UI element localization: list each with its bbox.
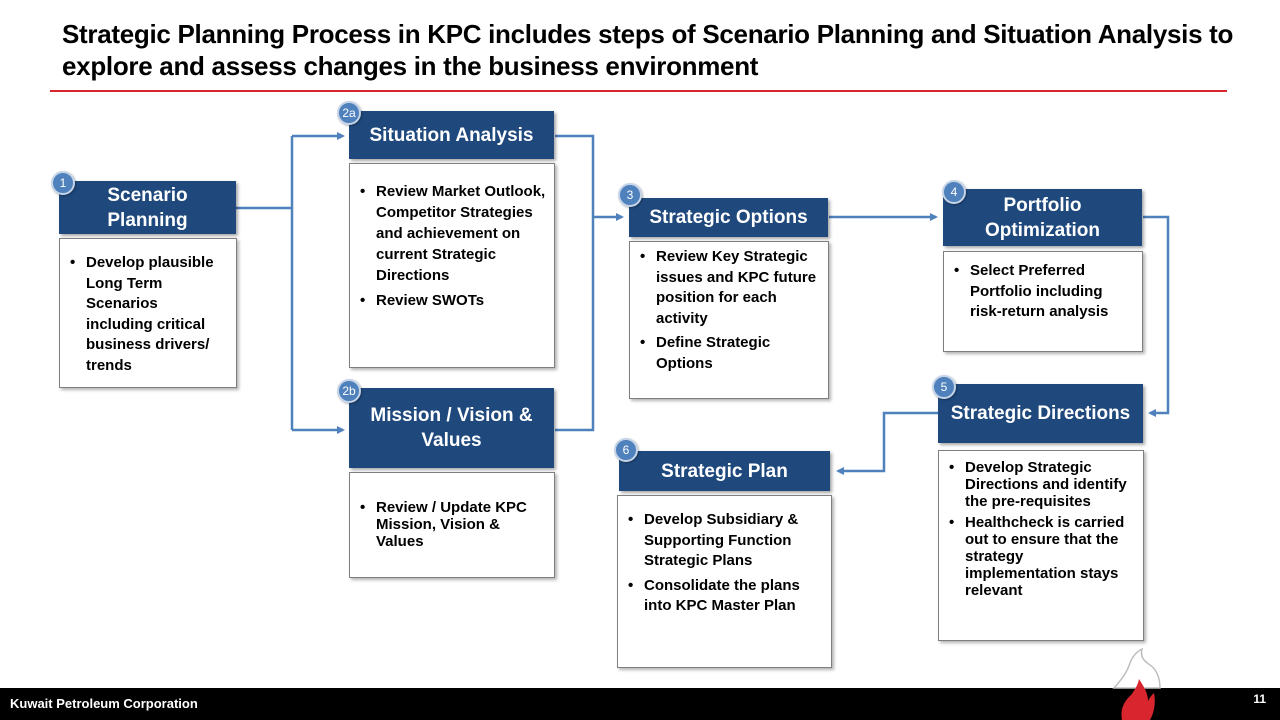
step-badge-6: 6 (614, 438, 638, 462)
strategic-directions-box: Develop Strategic Directions and identif… (938, 450, 1144, 641)
connector-s4-to-s5 (1143, 215, 1170, 417)
strategic-directions-header: Strategic Directions (938, 384, 1143, 443)
scenario-planning-box: Develop plausible Long Term Scenarios in… (59, 238, 237, 388)
step-badge-3: 3 (618, 183, 642, 207)
mission-vision-values-title: Mission / Vision & Values (370, 405, 533, 451)
page-number: 11 (1253, 692, 1266, 706)
step-badge-5: 5 (932, 375, 956, 399)
step-badge-2a: 2a (337, 101, 361, 125)
strategic-options-header: Strategic Options (629, 198, 828, 237)
strategic-directions-bullet-1: Develop Strategic Directions and identif… (949, 459, 1135, 510)
title-divider (50, 90, 1227, 92)
footer-bar: Kuwait Petroleum Corporation 11 (0, 688, 1280, 720)
mission-vision-values-box: Review / Update KPC Mission, Vision & Va… (349, 472, 555, 578)
strategic-plan-bullet-1: Develop Subsidiary & Supporting Function… (628, 510, 823, 572)
connector-s2a-out (555, 134, 595, 432)
strategic-options-title: Strategic Options (649, 207, 808, 228)
situation-analysis-bullet-1: Review Market Outlook, Competitor Strate… (360, 181, 546, 286)
mission-vision-values-bullet-1: Review / Update KPC Mission, Vision & Va… (360, 499, 546, 550)
kpc-flame-logo-icon (1112, 647, 1161, 720)
step-badge-4: 4 (942, 180, 966, 204)
scenario-planning-title: Scenario Planning (107, 184, 188, 231)
slide-title: Strategic Planning Process in KPC includ… (62, 19, 1234, 81)
portfolio-optimization-header: Portfolio Optimization (943, 189, 1142, 246)
strategic-plan-header: Strategic Plan (619, 451, 830, 491)
situation-analysis-box: Review Market Outlook, Competitor Strate… (349, 163, 555, 368)
situation-analysis-header: Situation Analysis (349, 111, 554, 159)
footer-company-name: Kuwait Petroleum Corporation (10, 696, 198, 711)
strategic-plan-title: Strategic Plan (661, 460, 788, 482)
portfolio-optimization-box: Select Preferred Portfolio including ris… (943, 251, 1143, 352)
strategic-options-bullet-1: Review Key Strategic issues and KPC futu… (640, 247, 820, 329)
situation-analysis-bullet-2: Review SWOTs (360, 290, 546, 311)
scenario-planning-bullet-1: Develop plausible Long Term Scenarios in… (70, 253, 228, 376)
strategic-plan-bullet-2: Consolidate the plans into KPC Master Pl… (628, 576, 823, 617)
scenario-planning-header: Scenario Planning (59, 181, 236, 234)
strategic-directions-bullet-2: Healthcheck is carried out to ensure tha… (949, 514, 1135, 599)
portfolio-optimization-bullet-1: Select Preferred Portfolio including ris… (954, 261, 1134, 323)
connector-s5-to-s6 (836, 411, 938, 475)
strategic-options-bullet-2: Define Strategic Options (640, 333, 820, 374)
step-badge-2b: 2b (337, 379, 361, 403)
mission-vision-values-header: Mission / Vision & Values (349, 388, 554, 468)
strategic-options-box: Review Key Strategic issues and KPC futu… (629, 241, 829, 399)
portfolio-optimization-title: Portfolio Optimization (984, 194, 1101, 241)
step-badge-1: 1 (51, 171, 75, 195)
situation-analysis-title: Situation Analysis (369, 124, 534, 146)
connector-to-s2a (290, 136, 343, 430)
strategic-directions-title: Strategic Directions (950, 403, 1131, 424)
strategic-plan-box: Develop Subsidiary & Supporting Function… (617, 495, 832, 668)
